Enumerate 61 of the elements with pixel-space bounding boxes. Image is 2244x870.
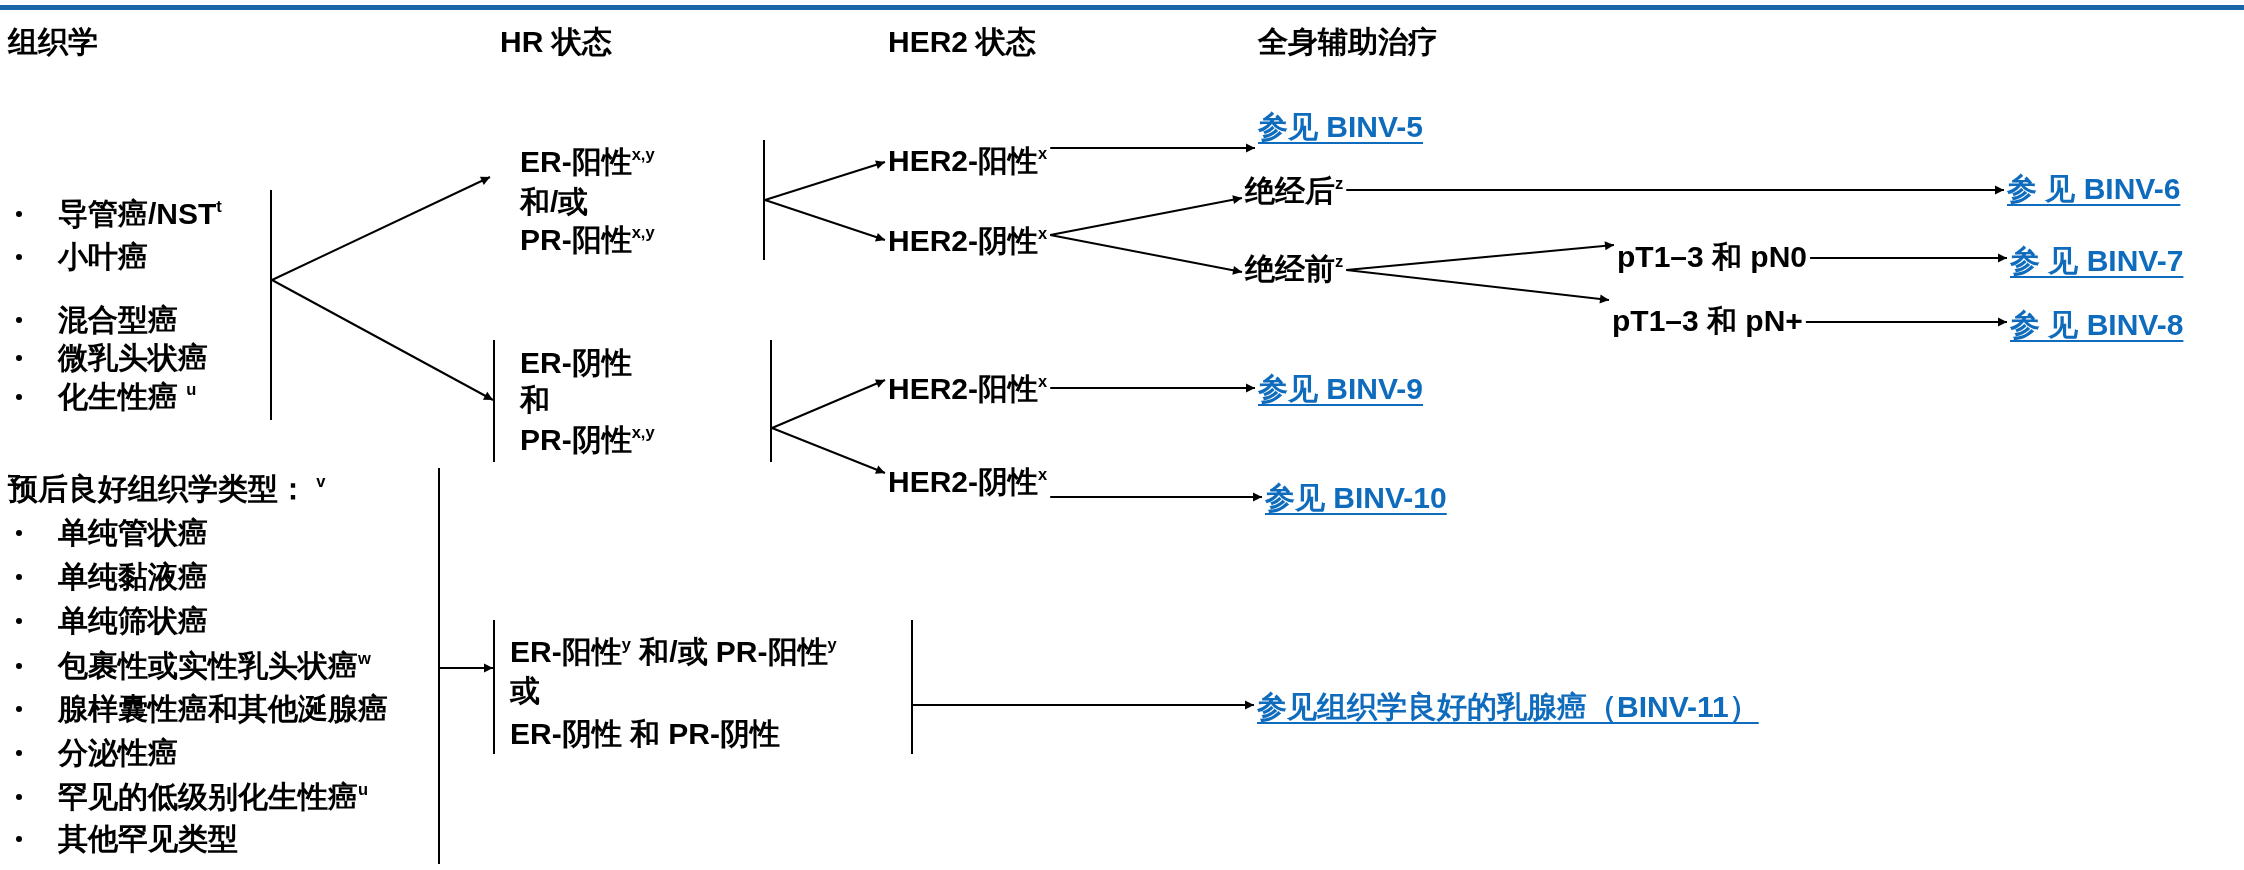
link: 参见 BINV-5 — [1258, 109, 1424, 145]
link: 参 见 BINV-6 — [2007, 171, 2181, 207]
list-item: 微乳头状癌 — [8, 340, 208, 376]
status-text: ER-阳性$^{x,y}$ — [520, 144, 655, 180]
status-text: HER2-阴性$^{x}$ — [888, 223, 1048, 259]
list-item: 分泌性癌 — [8, 735, 178, 771]
status-text: HER2-阴性$^{x}$ — [888, 464, 1048, 500]
status-text: HER2-阳性$^{x}$ — [888, 371, 1048, 407]
list-item: 混合型癌 — [8, 302, 178, 338]
status-text: pT1–3 和 pN0 — [1617, 239, 1808, 275]
arrow — [1049, 492, 1263, 502]
arrow — [439, 663, 494, 673]
arrow — [1345, 269, 1610, 304]
status-text: ER-阴性 和 PR-阴性 — [510, 716, 780, 752]
status-text: 绝经后$^{z}$ — [1245, 173, 1344, 209]
arrow — [771, 379, 886, 429]
status-text: ER-阳性$^{y}$ 和/或 PR-阳性$^{y}$ — [510, 634, 837, 670]
list-item: 化生性癌 $^{u}$ — [8, 379, 197, 415]
column-heading: HER2 状态 — [888, 24, 1037, 60]
arrow — [1809, 253, 2008, 263]
arrow — [764, 160, 886, 201]
list-item: 单纯筛状癌 — [8, 603, 208, 639]
status-text: PR-阴性$^{x,y}$ — [520, 422, 655, 458]
status-text: 或 — [510, 673, 540, 709]
bracket-group — [493, 340, 772, 462]
status-text: pT1–3 和 pN+ — [1612, 303, 1803, 339]
arrow — [1049, 383, 1256, 393]
status-text: PR-阳性$^{x,y}$ — [520, 222, 655, 258]
list-item: 单纯管状癌 — [8, 515, 208, 551]
link: 参见 BINV-10 — [1265, 480, 1447, 516]
column-heading: HR 状态 — [500, 24, 612, 60]
list-item: 罕见的低级别化生性癌$^{u}$ — [8, 779, 369, 815]
arrow — [271, 279, 494, 401]
arrow — [1345, 185, 2005, 195]
bracket-group — [493, 620, 913, 754]
list-item: 单纯黏液癌 — [8, 559, 208, 595]
arrow — [1049, 234, 1243, 275]
arrow — [271, 176, 491, 281]
list-item: 腺样囊性癌和其他涎腺癌 — [8, 691, 388, 727]
status-text: 绝经前$^{z}$ — [1245, 251, 1344, 287]
list-item: 其他罕见类型 — [8, 821, 238, 857]
list-item: 小叶癌 — [8, 239, 148, 275]
status-text: 和 — [520, 382, 550, 418]
arrow — [771, 427, 886, 474]
column-heading: 组织学 — [8, 24, 98, 60]
link: 参 见 BINV-7 — [2010, 243, 2184, 279]
link: 参见 BINV-9 — [1258, 371, 1424, 407]
list-item: 导管癌/NST$^{t}$ — [8, 196, 222, 232]
column-heading: 全身辅助治疗 — [1258, 24, 1438, 60]
status-text: ER-阴性 — [520, 345, 632, 381]
list-heading: 预后良好组织学类型： $^{v}$ — [8, 471, 326, 507]
arrow — [1049, 143, 1256, 153]
link: 参见组织学良好的乳腺癌（BINV-11） — [1257, 689, 1759, 725]
link: 参 见 BINV-8 — [2010, 307, 2184, 343]
arrow — [1804, 317, 2008, 327]
arrow — [912, 700, 1255, 710]
status-text: HER2-阳性$^{x}$ — [888, 143, 1048, 179]
arrow — [764, 199, 886, 242]
list-item: 包裹性或实性乳头状癌$^{w}$ — [8, 648, 371, 684]
status-text: 和/或 — [520, 184, 589, 220]
bracket-group — [8, 468, 440, 864]
